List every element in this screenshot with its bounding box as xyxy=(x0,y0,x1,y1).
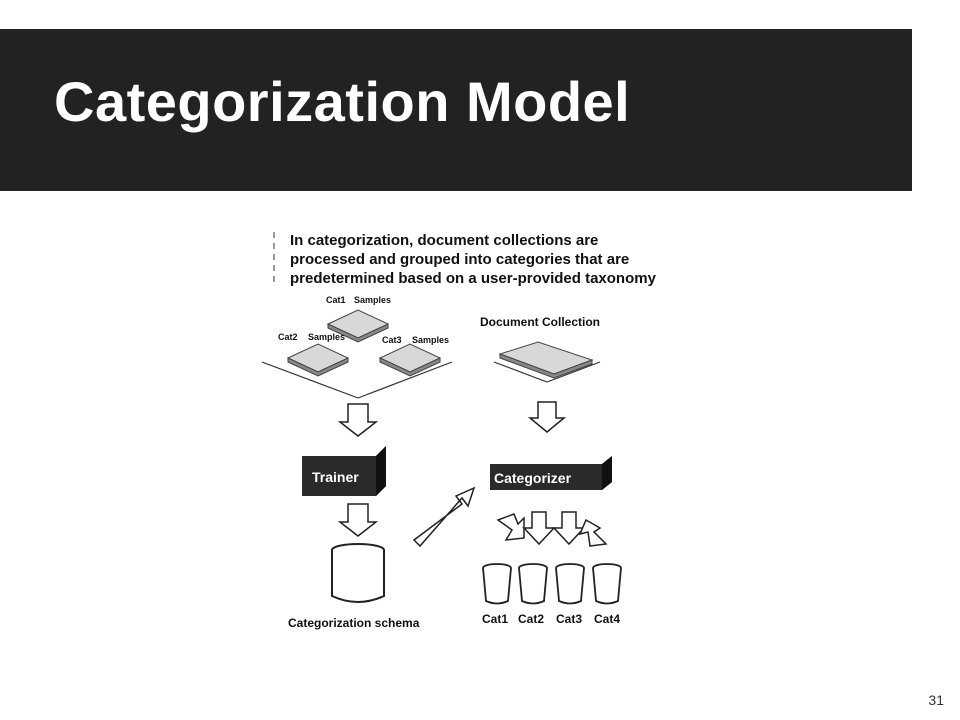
intro-line-3: predetermined based on a user-provided t… xyxy=(290,269,710,288)
intro-text: In categorization, document collections … xyxy=(290,231,710,288)
cat3-samples-stack xyxy=(380,344,440,376)
cat1-samples-label: Samples xyxy=(354,296,391,305)
cat2-samples-label: Samples xyxy=(308,333,345,342)
schema-label: Categorization schema xyxy=(288,617,419,629)
output-arrow-2 xyxy=(524,512,554,544)
category-label-2: Cat2 xyxy=(518,613,544,625)
down-arrow-to-categorizer xyxy=(530,402,564,432)
bucket-cat3 xyxy=(556,564,584,604)
cat1-label: Cat1 xyxy=(326,296,346,305)
category-label-1: Cat1 xyxy=(482,613,508,625)
categorization-diagram: In categorization, document collections … xyxy=(262,220,702,640)
slide-title: Categorization Model xyxy=(54,74,630,130)
cat2-samples-stack xyxy=(288,344,348,376)
schema-cylinder xyxy=(332,544,384,602)
cat2-label: Cat2 xyxy=(278,333,298,342)
intro-line-1: In categorization, document collections … xyxy=(290,231,710,250)
bucket-cat1 xyxy=(483,564,511,604)
bucket-cat2 xyxy=(519,564,547,604)
output-arrow-1 xyxy=(498,514,524,540)
bucket-cat4 xyxy=(593,564,621,604)
intro-line-2: processed and grouped into categories th… xyxy=(290,250,710,269)
document-collection-stack xyxy=(494,342,600,382)
down-arrow-to-schema xyxy=(340,504,376,536)
categorizer-label: Categorizer xyxy=(494,471,571,485)
category-label-3: Cat3 xyxy=(556,613,582,625)
down-arrow-to-trainer xyxy=(340,404,376,436)
output-arrow-4 xyxy=(580,520,606,546)
trainer-label: Trainer xyxy=(312,470,359,484)
category-label-4: Cat4 xyxy=(594,613,620,625)
cat3-label: Cat3 xyxy=(382,336,402,345)
diagonal-arrow-to-categorizer xyxy=(414,488,474,546)
document-collection-label: Document Collection xyxy=(480,316,600,328)
cat3-samples-label: Samples xyxy=(412,336,449,345)
output-arrow-3 xyxy=(554,512,584,544)
page-number: 31 xyxy=(928,692,944,708)
